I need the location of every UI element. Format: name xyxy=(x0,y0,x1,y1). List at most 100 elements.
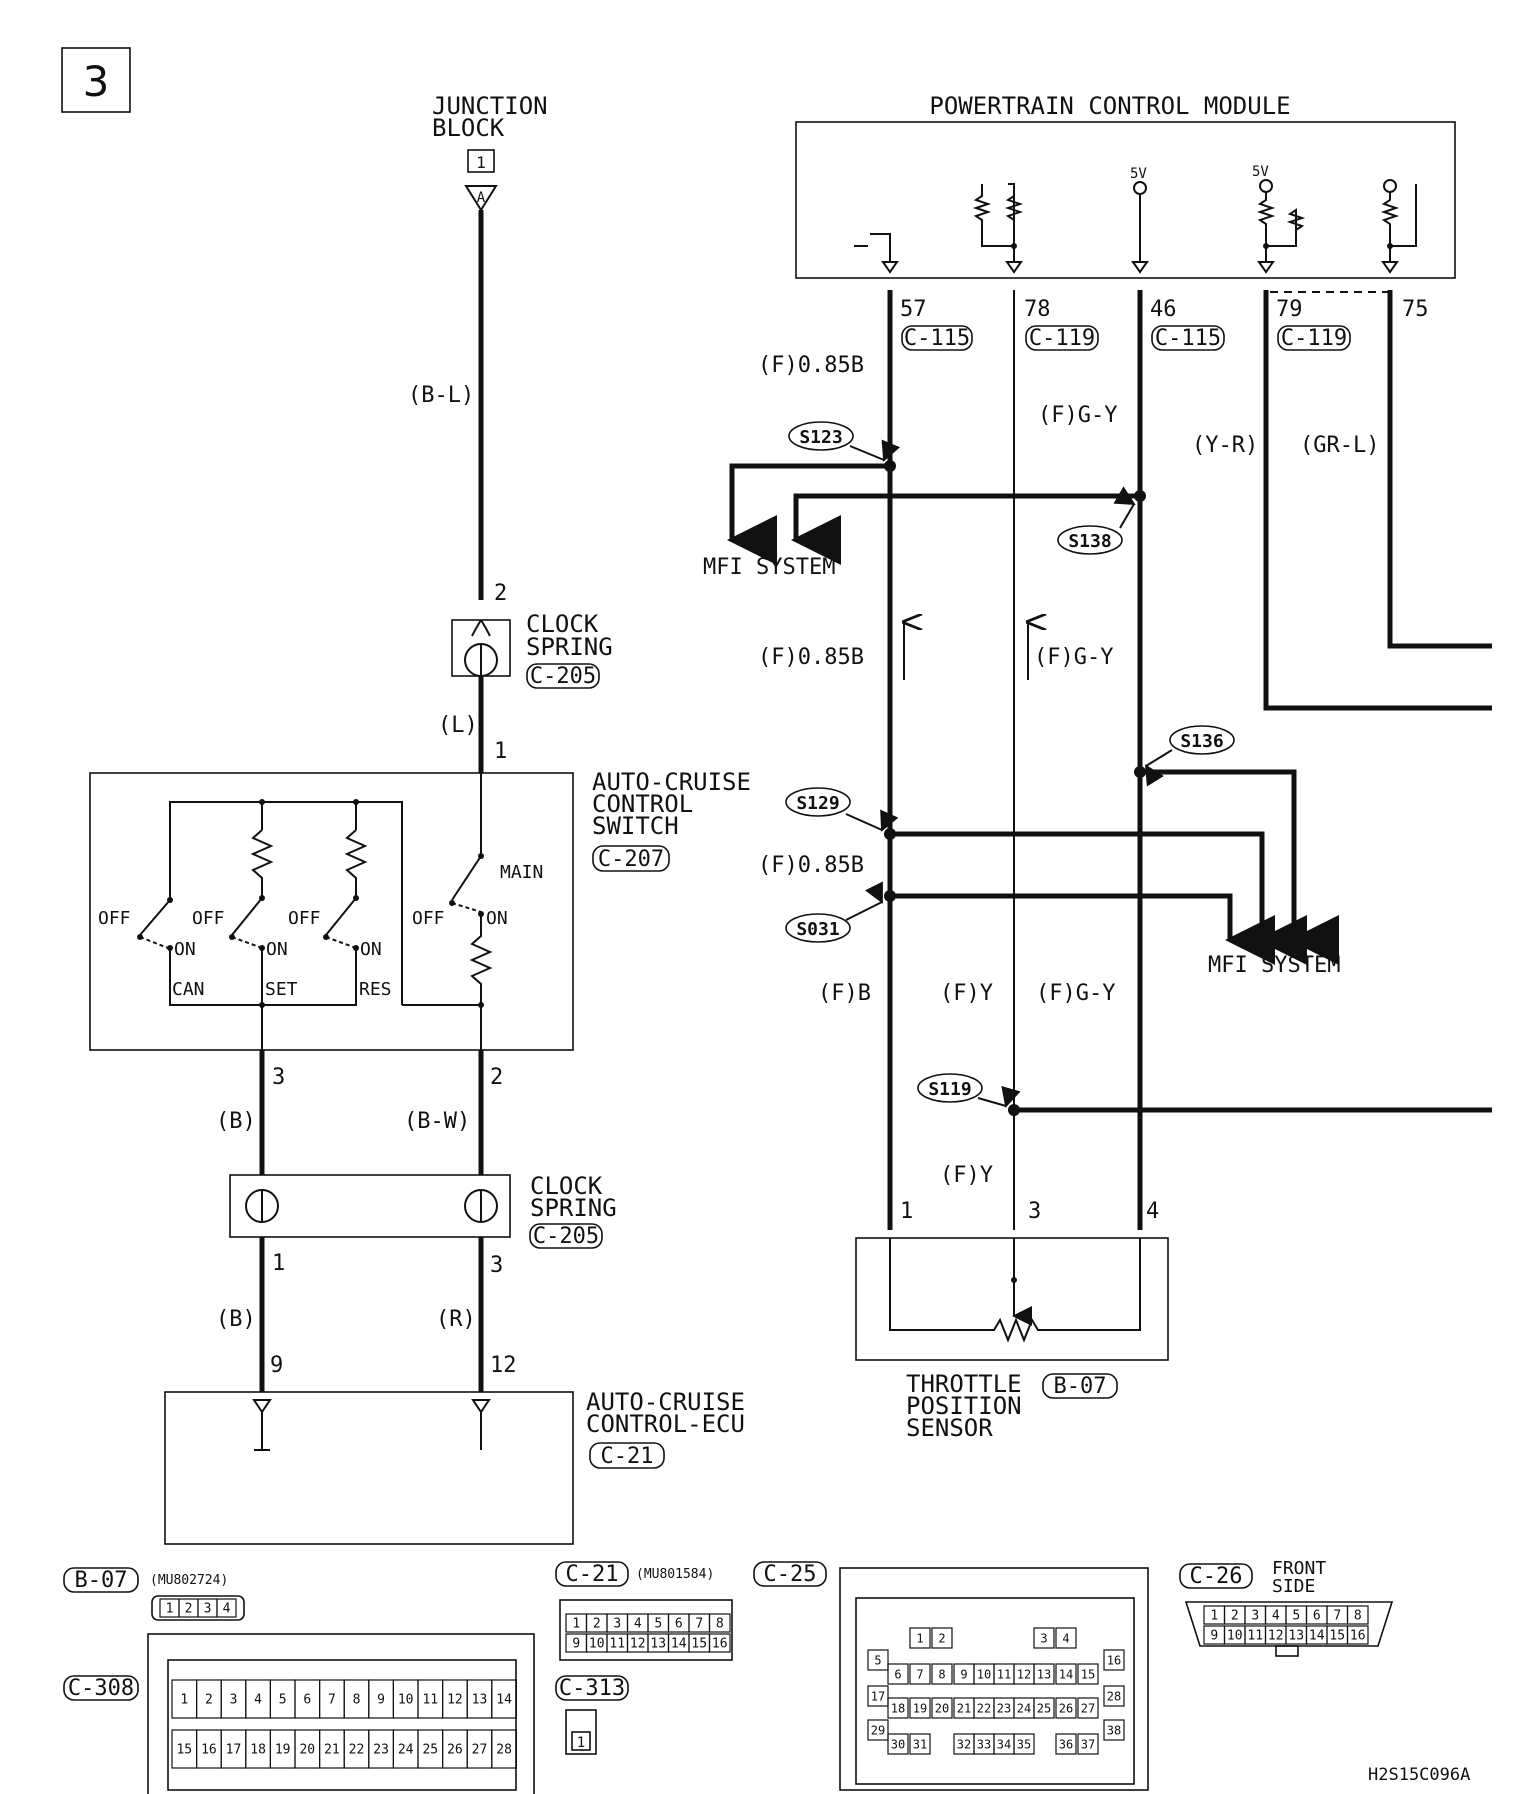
tps-pin-3-label-b: (F)Y xyxy=(940,1163,993,1188)
b07-part: (MU802724) xyxy=(150,1573,228,1588)
auto-cruise-switch: AUTO-CRUISE CONTROL SWITCH C-207 OFF xyxy=(89,768,751,1134)
pcm-pin-57: 57 xyxy=(900,297,927,322)
c26-pin-7: 7 xyxy=(1333,1609,1341,1624)
tps-title-2: POSITION xyxy=(906,1392,1022,1420)
splice-s136: S136 xyxy=(1180,731,1223,752)
c21-pin-3: 3 xyxy=(613,1617,621,1632)
c25-pin-4: 4 xyxy=(1062,1631,1069,1645)
c308-id: C-308 xyxy=(68,1676,134,1701)
c25-pin-7-cell xyxy=(909,1663,931,1685)
junction-block-title-1: JUNCTION xyxy=(432,92,548,120)
c308-pin-2: 2 xyxy=(205,1693,213,1708)
acc-switch-title-3: SWITCH xyxy=(592,812,679,840)
c21-pin-10: 10 xyxy=(589,1637,605,1652)
tps-title-3: SENSOR xyxy=(906,1414,993,1442)
can-on-label: ON xyxy=(174,939,196,960)
pcm: POWERTRAIN CONTROL MODULE 5V 5V xyxy=(795,92,1456,279)
tps-pin-3: 3 xyxy=(1028,1199,1041,1224)
c26-side-2: SIDE xyxy=(1272,1576,1315,1597)
ecu-title-2: CONTROL-ECU xyxy=(586,1410,745,1438)
acc-switch-pin-3: 3 xyxy=(272,1065,285,1090)
c25-pin-9: 9 xyxy=(960,1667,967,1681)
figure-code: H2S15C096A xyxy=(1368,1765,1470,1785)
wire-75-label: (GR-L) xyxy=(1300,433,1379,458)
c26-pin-6: 6 xyxy=(1313,1609,1321,1624)
c21-pin-8-cell xyxy=(708,1613,731,1633)
clock-spring-bottom-wire-r: (R) xyxy=(436,1307,476,1332)
main-off-label: OFF xyxy=(412,908,445,929)
c25-pin-38: 38 xyxy=(1107,1723,1121,1737)
pcm-pin-79-connector: C-119 xyxy=(1281,326,1347,351)
c26-pin-4: 4 xyxy=(1272,1609,1280,1624)
c26-pin-2: 2 xyxy=(1231,1609,1239,1624)
c25-pin-1-cell xyxy=(909,1627,931,1649)
tps-title-1: THROTTLE xyxy=(906,1370,1022,1398)
clock-spring-top: 2 CLOCK SPRING C-205 (L) 1 xyxy=(438,581,613,764)
c25-pin-12: 12 xyxy=(1017,1667,1031,1681)
c25-pin-5: 5 xyxy=(874,1653,881,1667)
c308-pin-15: 15 xyxy=(176,1743,192,1758)
clock-spring-bottom-pin-3: 3 xyxy=(490,1253,503,1278)
c308-pin-7: 7 xyxy=(328,1693,336,1708)
clock-spring-bottom: CLOCK SPRING C-205 1 3 (B) (R) xyxy=(216,1172,617,1332)
pcm-pin-78: 78 xyxy=(1024,297,1051,322)
wire-pin-75 xyxy=(1387,290,1492,649)
c26-pin-3: 3 xyxy=(1251,1609,1259,1624)
splice-s119: S119 xyxy=(928,1079,971,1100)
b07-id: B-07 xyxy=(75,1568,128,1593)
c25-pin-29-cell xyxy=(867,1719,889,1741)
c25-pin-38-cell xyxy=(1103,1719,1125,1741)
junction-block-title-2: BLOCK xyxy=(432,114,505,142)
c21-pin-11: 11 xyxy=(609,1637,625,1652)
c25-pin-18-cell xyxy=(887,1697,909,1719)
page-number-box: 3 xyxy=(61,47,131,113)
c25-pin-11: 11 xyxy=(997,1667,1011,1681)
c308-pin-20: 20 xyxy=(299,1743,315,1758)
wire-46-low-label: (F)G-Y xyxy=(1036,981,1115,1006)
c25-pin-2-cell xyxy=(931,1627,953,1649)
acc-switch-pin-2: 2 xyxy=(490,1065,503,1090)
c25-pin-10: 10 xyxy=(977,1667,991,1681)
wire-46-top-label: (F)G-Y xyxy=(1038,403,1117,428)
c308-pin-22: 22 xyxy=(349,1743,365,1758)
clock-spring-bottom-connector: C-205 xyxy=(533,1224,599,1249)
c25-pin-4-cell xyxy=(1055,1627,1077,1649)
mfi-system-bottom: MFI SYSTEM xyxy=(1208,953,1340,978)
pcm-5v-1: 5V xyxy=(1130,166,1147,182)
c25-pin-26: 26 xyxy=(1059,1701,1073,1715)
tps-pin-3-label-a: (F)Y xyxy=(940,981,993,1006)
c308-pin-14: 14 xyxy=(496,1693,512,1708)
mfi-system-top: MFI SYSTEM xyxy=(703,555,835,580)
c25-pin-27: 27 xyxy=(1081,1701,1095,1715)
b07-pin-3: 3 xyxy=(204,1602,212,1617)
set-on-label: ON xyxy=(266,939,288,960)
c26-pin-5: 5 xyxy=(1292,1609,1300,1624)
c26-pin-12: 12 xyxy=(1268,1629,1284,1644)
pcm-title: POWERTRAIN CONTROL MODULE xyxy=(929,92,1290,120)
c25-pin-26-cell xyxy=(1055,1697,1077,1719)
tps-connector: B-07 xyxy=(1054,1374,1107,1399)
ecu-pin-9: 9 xyxy=(270,1353,283,1378)
splices: S123 S138 MFI SYSTEM S136 S129 S031 MFI … xyxy=(703,421,1340,1116)
c25-pin-19-cell xyxy=(909,1697,931,1719)
clock-spring-top-title-1: CLOCK xyxy=(526,610,599,638)
c308-pin-25: 25 xyxy=(422,1743,438,1758)
c308-pin-17: 17 xyxy=(226,1743,242,1758)
c26-pin-10: 10 xyxy=(1227,1629,1243,1644)
pcm-pin-46-connector: C-115 xyxy=(1155,326,1221,351)
c25-pin-29: 29 xyxy=(871,1723,885,1737)
c25-pin-3-cell xyxy=(1033,1627,1055,1649)
c25-pin-17-cell xyxy=(867,1685,889,1707)
clock-spring-bottom-title-2: SPRING xyxy=(530,1194,617,1222)
c25-pin-13: 13 xyxy=(1037,1667,1051,1681)
c21-pin-12: 12 xyxy=(630,1637,646,1652)
c21-pin-2: 2 xyxy=(593,1617,601,1632)
splice-s129: S129 xyxy=(796,793,839,814)
acc-switch-title-1: AUTO-CRUISE xyxy=(592,768,751,796)
c25-pin-32: 32 xyxy=(957,1737,971,1751)
